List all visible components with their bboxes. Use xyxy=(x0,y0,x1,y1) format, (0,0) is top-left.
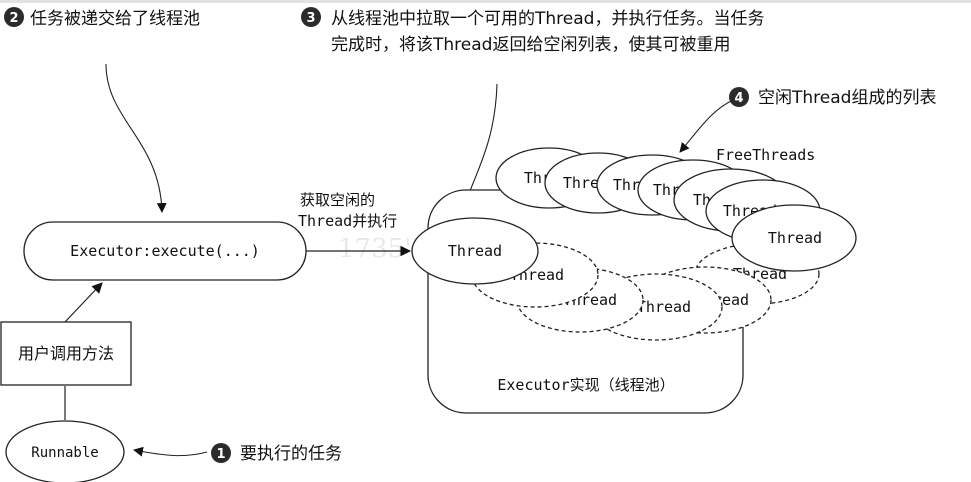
active-thread-node: Thread xyxy=(411,217,539,285)
step4-number: 4 xyxy=(734,91,743,106)
step1-number: 1 xyxy=(216,447,225,462)
free-threads-group: ThreadThreadThreadThreadThreadThreadThre… xyxy=(495,147,857,272)
arrow-step1-pointer xyxy=(133,446,208,457)
annotation-step1: 1 要执行的任务 xyxy=(211,443,342,464)
busy-thread-3-label: Thread xyxy=(637,298,691,316)
step3-badge xyxy=(301,7,321,27)
step4-text: 空闲Thread组成的列表 xyxy=(758,88,936,108)
arrow-step2-pointer xyxy=(105,63,167,213)
active-thread-label: Thread xyxy=(448,242,502,260)
arrow-step4-pointer xyxy=(679,99,734,153)
user-method-node: 用户调用方法 xyxy=(0,321,132,386)
fetch-label-line2: Thread并执行 xyxy=(298,212,397,230)
free-threads-label: FreeThreads xyxy=(716,146,815,164)
step3-number: 3 xyxy=(306,11,315,26)
free-thread-7-label: Thread xyxy=(768,229,822,247)
executor-call-label: Executor:execute(...) xyxy=(70,242,260,260)
annotation-step4: 4 空闲Thread组成的列表 xyxy=(729,87,936,108)
free-thread-7-ellipse xyxy=(731,204,857,272)
user-method-box xyxy=(0,321,132,386)
runnable-ellipse xyxy=(5,420,125,482)
executor-call-node: Executor:execute(...) xyxy=(23,221,307,281)
runnable-node: Runnable xyxy=(5,420,125,482)
step3-line1: 从线程池中拉取一个可用的Thread，并执行任务。当任务 xyxy=(331,9,764,29)
step2-text: 任务被递交给了线程池 xyxy=(30,9,200,29)
annotation-step3: 3 从线程池中拉取一个可用的Thread，并执行任务。当任务 完成时，将该Thr… xyxy=(301,7,764,55)
runnable-label: Runnable xyxy=(31,445,98,461)
step1-badge xyxy=(211,443,231,463)
user-method-label: 用户调用方法 xyxy=(18,344,114,363)
active-thread-ellipse xyxy=(411,217,539,285)
arrow-method-to-executor xyxy=(64,282,103,323)
step3-line2: 完成时，将该Thread返回给空闲列表，使其可被重用 xyxy=(331,34,730,55)
step2-number: 2 xyxy=(9,11,18,26)
pool-label: Executor实现（线程池） xyxy=(497,376,674,394)
top-edge-bar xyxy=(0,0,971,3)
step4-badge xyxy=(729,87,749,107)
step1-text: 要执行的任务 xyxy=(240,444,342,464)
step2-badge xyxy=(4,7,24,27)
annotation-step2: 2 任务被递交给了线程池 xyxy=(4,7,200,29)
fetch-label-line1: 获取空闲的 xyxy=(300,191,375,209)
